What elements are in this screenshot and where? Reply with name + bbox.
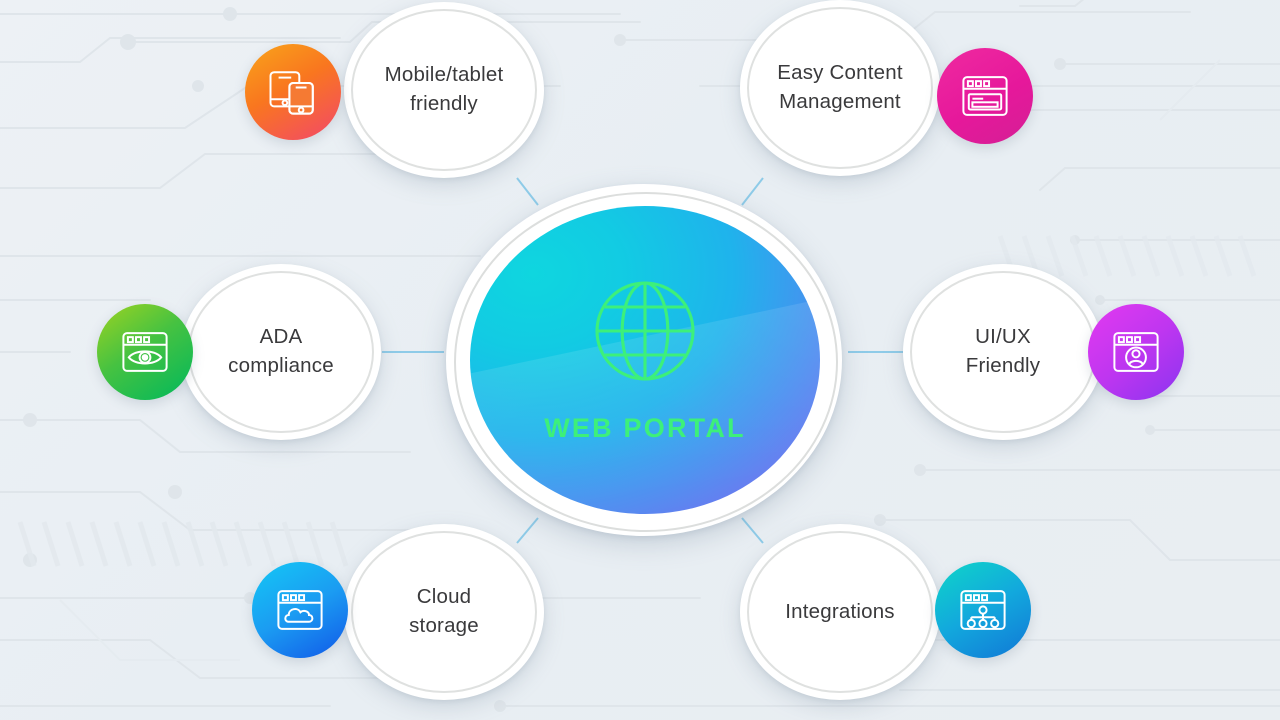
node-label-line2: friendly <box>410 92 478 115</box>
node-label-line2: Management <box>779 90 901 113</box>
node-circle[interactable]: Cloud storage <box>344 524 544 700</box>
browser-user-icon[interactable] <box>1088 304 1184 400</box>
connector-mobile <box>516 177 539 206</box>
connector-cloud <box>516 517 539 544</box>
node-circle[interactable]: Easy Content Management <box>740 0 940 176</box>
node-label-line1: ADA <box>259 325 303 349</box>
browser-eye-icon[interactable] <box>97 304 193 400</box>
node-circle[interactable]: Mobile/tablet friendly <box>344 2 544 178</box>
globe-icon <box>595 280 695 381</box>
browser-sitemap-icon[interactable] <box>935 562 1031 658</box>
hub-label: WEB PORTAL <box>544 412 746 443</box>
node-label-line1: Easy Content <box>777 61 903 85</box>
node-label-line2: storage <box>409 614 479 637</box>
node-label: Integrations <box>771 598 909 627</box>
connector-integrations <box>741 517 764 544</box>
node-label: ADA compliance <box>214 323 348 380</box>
node-label-line2: Friendly <box>965 354 1041 377</box>
node-circle[interactable]: UI/UX Friendly <box>903 264 1103 440</box>
hub-inner-ring <box>454 192 838 532</box>
node-label-line1: Mobile/tablet <box>384 63 504 87</box>
node-label-line2: compliance <box>228 354 334 377</box>
node-label-line1: Cloud <box>416 585 472 609</box>
hub-core[interactable]: WEB PORTAL <box>470 206 820 514</box>
node-label: Easy Content Management <box>763 59 916 116</box>
browser-content-icon[interactable] <box>937 48 1033 144</box>
node-label: Mobile/tablet friendly <box>371 61 518 118</box>
browser-cloud-icon[interactable] <box>252 562 348 658</box>
node-label-line1: Integrations <box>785 599 895 623</box>
hub-web-portal[interactable]: WEB PORTAL <box>440 178 852 542</box>
connector-ecm <box>741 177 764 206</box>
node-circle[interactable]: ADA compliance <box>181 264 381 440</box>
node-label-line1: UI/UX <box>975 325 1031 349</box>
node-circle[interactable]: Integrations <box>740 524 940 700</box>
node-label: Cloud storage <box>395 583 493 640</box>
tablet-phone-icon[interactable] <box>245 44 341 140</box>
node-label: UI/UX Friendly <box>952 323 1055 380</box>
